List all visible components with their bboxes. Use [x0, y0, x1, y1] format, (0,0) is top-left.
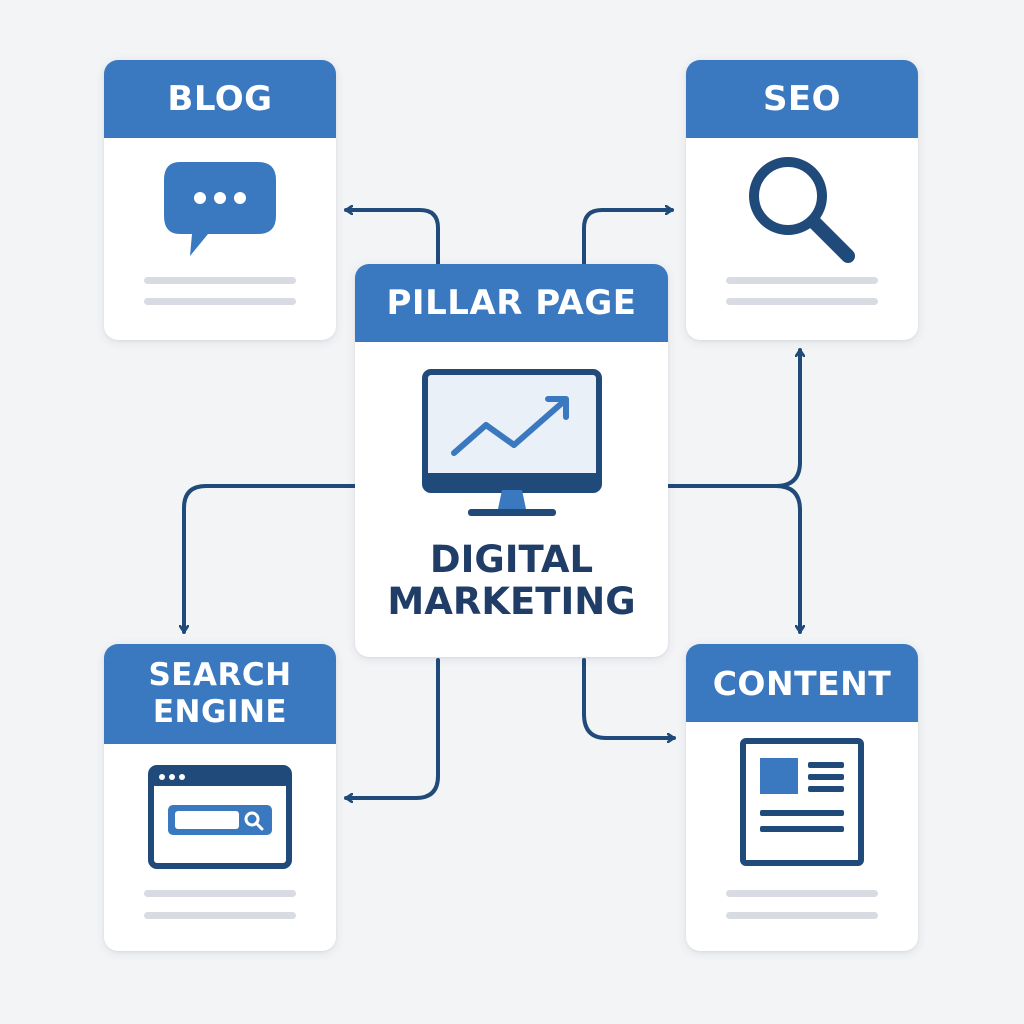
chat-bubble-icon	[164, 162, 276, 256]
arrow-to-search-engine-left	[184, 484, 357, 634]
browser-search-icon	[148, 765, 292, 869]
pillar-page-card[interactable]: PILLAR PAGE DIGITAL MARKETING	[355, 264, 668, 657]
text-placeholder-line	[726, 890, 878, 897]
monitor-chart-icon	[422, 369, 602, 516]
text-placeholder-line	[726, 298, 878, 305]
text-placeholder-line	[144, 890, 296, 897]
arrow-to-seo-right	[666, 348, 800, 488]
magnifying-glass-icon	[749, 157, 855, 263]
text-placeholder-line	[726, 912, 878, 919]
search-engine-card-title-line1: SEARCH	[148, 657, 292, 693]
content-card[interactable]: CONTENT	[686, 644, 918, 951]
blog-card-title: BLOG	[167, 79, 273, 119]
pillar-page-card-title: PILLAR PAGE	[386, 283, 637, 323]
search-engine-card-title-line2: ENGINE	[152, 694, 288, 730]
text-placeholder-line	[144, 277, 296, 284]
content-card-body	[686, 722, 918, 951]
blog-card[interactable]: BLOG	[104, 60, 336, 340]
search-engine-card-body	[104, 744, 336, 951]
arrow-to-seo-top	[582, 210, 674, 270]
arrow-to-search-engine-bottom	[344, 658, 440, 798]
seo-card-body	[686, 138, 918, 340]
pillar-subtitle-line2: MARKETING	[387, 580, 636, 623]
document-icon	[740, 738, 864, 866]
arrow-to-content-bottom	[582, 658, 676, 738]
text-placeholder-line	[144, 912, 296, 919]
search-engine-card[interactable]: SEARCH ENGINE	[104, 644, 336, 951]
seo-card-title: SEO	[762, 79, 842, 119]
arrow-to-blog	[344, 210, 440, 270]
seo-card-header: SEO	[686, 60, 918, 138]
pillar-subtitle-line1: DIGITAL	[429, 538, 594, 581]
arrow-to-content-right	[774, 484, 800, 634]
content-card-header: CONTENT	[686, 644, 918, 722]
blog-card-body	[104, 138, 336, 340]
search-engine-card-header: SEARCH ENGINE	[104, 644, 336, 744]
blog-card-header: BLOG	[104, 60, 336, 138]
text-placeholder-line	[144, 298, 296, 305]
content-card-title: CONTENT	[712, 663, 892, 703]
pillar-page-card-header: PILLAR PAGE	[355, 264, 668, 342]
seo-card[interactable]: SEO	[686, 60, 918, 340]
text-placeholder-line	[726, 277, 878, 284]
pillar-page-card-body: DIGITAL MARKETING	[355, 342, 668, 657]
